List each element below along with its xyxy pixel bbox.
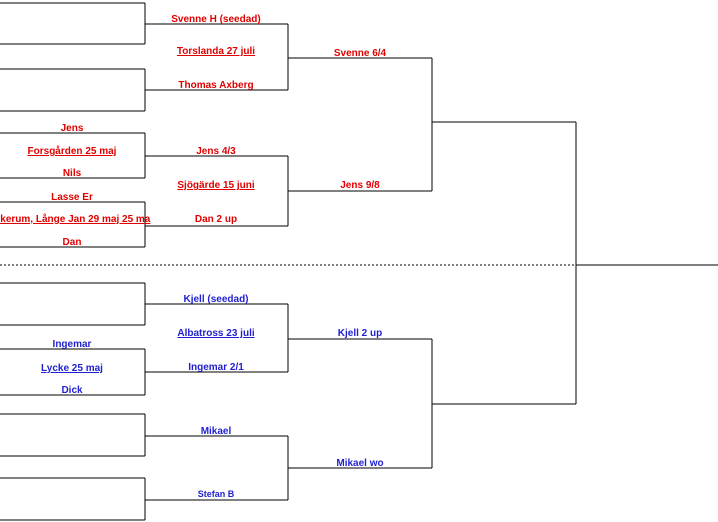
result-label: Kjell 2 up xyxy=(338,328,382,339)
player-label: Lasse Er xyxy=(51,192,93,203)
result-label: Jens 9/8 xyxy=(340,180,380,191)
bottom-half-labels: Ingemar Lycke 25 maj Dick Kjell (seedad)… xyxy=(41,294,384,499)
result-label: Ingemar 2/1 xyxy=(188,362,244,373)
result-label: Svenne 6/4 xyxy=(334,48,387,59)
player-label: Dan xyxy=(63,237,82,248)
player-label: Ingemar xyxy=(53,339,92,350)
round2-lines xyxy=(145,23,289,501)
result-label: Dan 2 up xyxy=(195,214,237,225)
player-label: Mikael xyxy=(201,426,232,437)
player-label: Svenne H (seedad) xyxy=(171,14,260,25)
venue-label: Ekerum, Långe Jan 29 maj 25 ma xyxy=(0,213,151,225)
player-label: Thomas Axberg xyxy=(178,80,253,91)
venue-label: Albatross 23 juli xyxy=(177,328,254,339)
venue-label: Lycke 25 maj xyxy=(41,363,103,374)
venue-label: Forsgården 25 maj xyxy=(28,145,117,157)
semifinal-lines xyxy=(288,57,433,469)
venue-label: Sjögärde 15 juni xyxy=(177,180,254,191)
final-lines xyxy=(432,121,718,405)
top-half-labels: Jens Forsgården 25 maj Nils Lasse Er Eke… xyxy=(0,14,387,248)
player-label: Kjell (seedad) xyxy=(183,294,248,305)
player-label: Jens xyxy=(61,123,84,134)
result-label: Mikael wo xyxy=(336,458,383,469)
player-label: Dick xyxy=(61,385,83,396)
player-label: Nils xyxy=(63,168,82,179)
venue-label: Torslanda 27 juli xyxy=(177,46,255,57)
round1-lines xyxy=(0,2,146,521)
player-label: Stefan B xyxy=(198,489,235,499)
result-label: Jens 4/3 xyxy=(196,146,236,157)
